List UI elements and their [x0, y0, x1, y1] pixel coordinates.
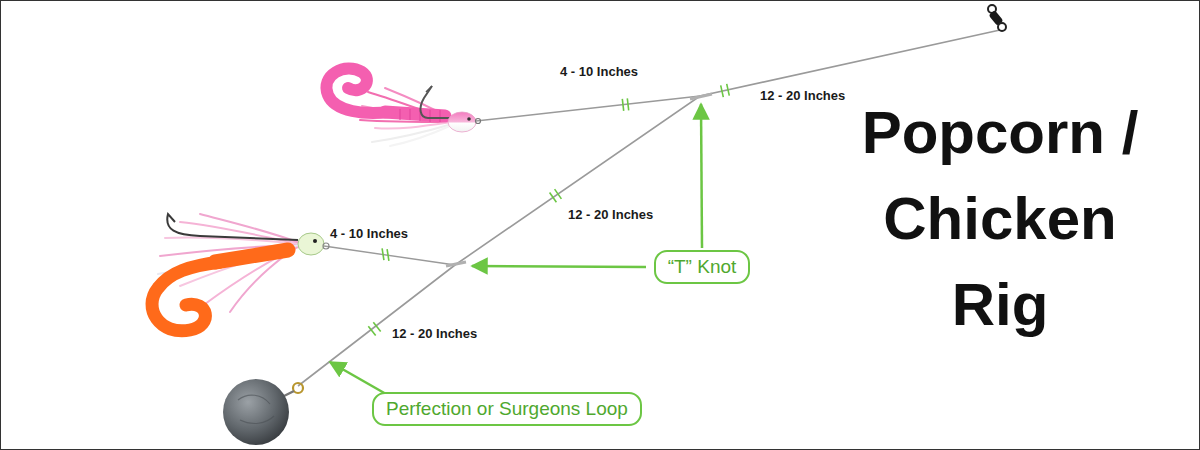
- callout-text: Perfection or Surgeons Loop: [386, 398, 628, 420]
- title-text: Popcorn / Chicken Rig: [835, 90, 1165, 348]
- callout-leaders: [330, 104, 702, 394]
- swivel: [988, 5, 1006, 31]
- length-label: 12 - 20 Inches: [760, 88, 845, 104]
- upper-lure: [326, 69, 480, 146]
- t-knot: [446, 262, 466, 266]
- callout-text: “T” Knot: [668, 256, 737, 278]
- t-knot: [690, 94, 712, 99]
- length-label: 12 - 20 Inches: [392, 326, 477, 342]
- length-label: 12 - 20 Inches: [568, 207, 653, 223]
- callout-box: “T” Knot: [654, 250, 751, 284]
- length-label: 4 - 10 Inches: [330, 226, 408, 242]
- length-label: 4 - 10 Inches: [560, 64, 638, 80]
- lower-lure: [152, 214, 329, 331]
- dropper-line: [476, 96, 700, 121]
- dropper-line: [324, 246, 455, 265]
- callout-box: Perfection or Surgeons Loop: [372, 392, 642, 426]
- sinker: [223, 379, 303, 445]
